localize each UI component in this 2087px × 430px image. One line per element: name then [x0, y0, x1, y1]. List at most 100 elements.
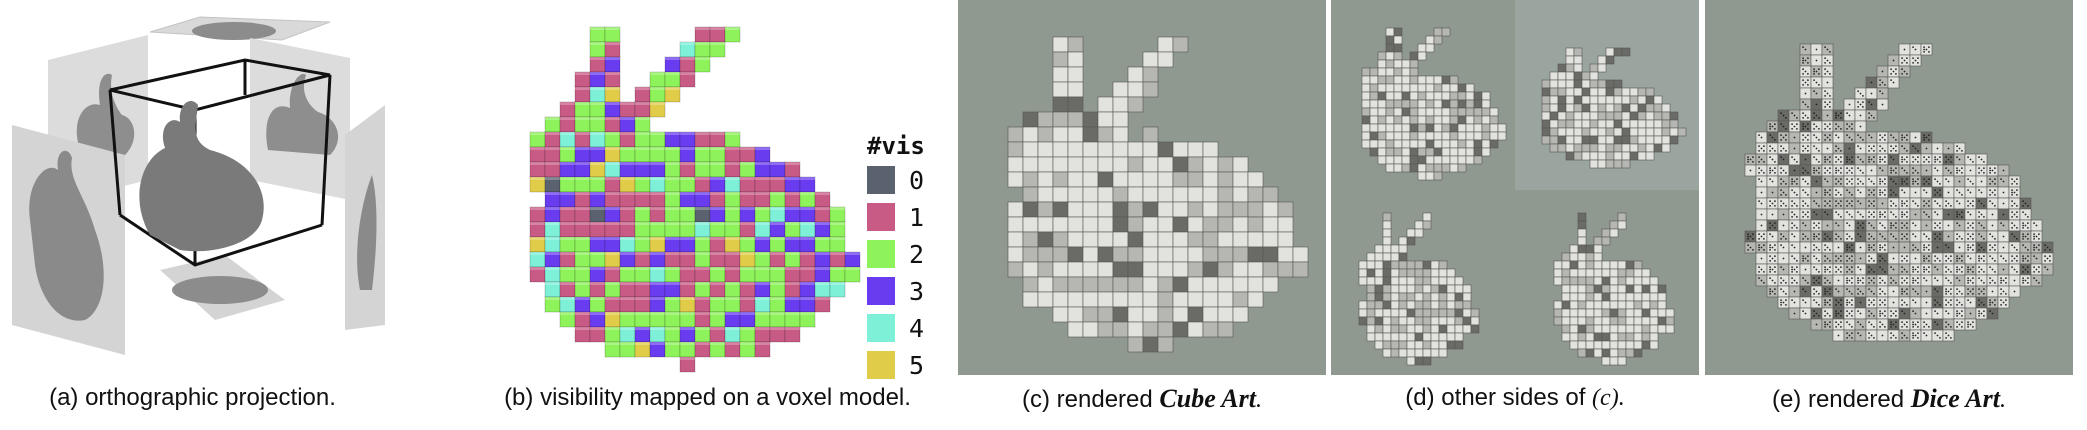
cube-voxel: [1645, 95, 1655, 105]
die: [1810, 109, 1823, 122]
die: [1898, 65, 1911, 78]
die: [1854, 230, 1867, 243]
die: [1887, 175, 1900, 188]
cube-voxel: [1127, 261, 1144, 278]
cube-voxel: [1597, 135, 1607, 145]
cube-voxel: [1609, 300, 1619, 310]
cube-voxel: [1430, 316, 1440, 326]
die: [1788, 274, 1801, 287]
cube-voxel: [1172, 186, 1189, 203]
cube-voxel: [1465, 107, 1475, 117]
cube-voxel: [1669, 135, 1679, 145]
voxel: [769, 221, 786, 238]
legend-swatch: [867, 351, 895, 379]
cube-voxel: [1409, 59, 1419, 69]
voxel: [739, 146, 756, 163]
voxel: [799, 191, 816, 208]
die: [1920, 131, 1933, 144]
voxel: [604, 251, 621, 268]
voxel: [784, 176, 801, 193]
die: [1766, 131, 1779, 144]
cube-voxel: [1112, 126, 1129, 143]
die: [1821, 307, 1834, 320]
voxel: [784, 281, 801, 298]
cube-voxel: [1541, 95, 1551, 105]
voxel: [634, 296, 651, 313]
voxel: [559, 101, 576, 118]
die: [1865, 87, 1878, 100]
voxel: [574, 71, 591, 88]
cube-voxel: [1573, 55, 1583, 65]
cube-voxel: [1390, 324, 1400, 334]
die: [1810, 219, 1823, 232]
cube-voxel: [1569, 340, 1579, 350]
cube-voxel: [1382, 212, 1392, 222]
cube-voxel: [1414, 292, 1424, 302]
die: [1854, 186, 1867, 199]
cube-voxel: [1457, 99, 1467, 109]
cube-voxel: [1473, 139, 1483, 149]
cube-voxel: [1454, 292, 1464, 302]
die: [1788, 153, 1801, 166]
cube-voxel: [1232, 156, 1249, 173]
cube-voxel: [1489, 139, 1499, 149]
cube-voxel: [1082, 321, 1099, 338]
cube-voxel: [1369, 139, 1379, 149]
cube-voxel: [1422, 300, 1432, 310]
die: [1799, 43, 1812, 56]
cube-voxel: [1361, 139, 1371, 149]
die: [1909, 219, 1922, 232]
cube-voxel: [1127, 216, 1144, 233]
voxel: [604, 101, 621, 118]
cube-voxel: [1385, 67, 1395, 77]
cube-voxel: [1082, 216, 1099, 233]
die: [1953, 252, 1966, 265]
voxel: [544, 176, 561, 193]
cube-voxel: [1393, 123, 1403, 133]
die: [1854, 329, 1867, 342]
cube-voxel: [1112, 231, 1129, 248]
cube-voxel: [1561, 308, 1571, 318]
die: [1821, 109, 1834, 122]
cube-voxel: [1629, 111, 1639, 121]
die: [1843, 285, 1856, 298]
voxel: [529, 251, 546, 268]
die: [1975, 241, 1988, 254]
voxel: [664, 191, 681, 208]
die: [1986, 296, 1999, 309]
die: [2008, 197, 2021, 210]
voxel: [589, 206, 606, 223]
cube-voxel: [1430, 348, 1440, 358]
die: [1920, 186, 1933, 199]
die: [1887, 197, 1900, 210]
voxel: [754, 266, 771, 283]
die: [1876, 274, 1889, 287]
voxel: [769, 191, 786, 208]
die: [1821, 175, 1834, 188]
die: [1854, 153, 1867, 166]
cube-voxel: [1187, 216, 1204, 233]
cube-voxel: [1127, 81, 1144, 98]
die: [1810, 186, 1823, 199]
cube-voxel: [1589, 119, 1599, 129]
cube-voxel: [1438, 348, 1448, 358]
cube-voxel: [1430, 300, 1440, 310]
panel-other-sides: (d) other sides of (c).: [1331, 0, 1699, 411]
cube-voxel: [1398, 236, 1408, 246]
die: [2030, 230, 2043, 243]
cube-voxel: [1481, 99, 1491, 109]
cube-voxel: [1401, 91, 1411, 101]
die: [1920, 285, 1933, 298]
cube-voxel: [1569, 260, 1579, 270]
cube-voxel: [1470, 324, 1480, 334]
die: [1997, 241, 2010, 254]
cube-voxel: [1457, 139, 1467, 149]
cube-voxel: [1625, 332, 1635, 342]
cube-voxel: [1142, 171, 1159, 188]
cube-voxel: [1082, 291, 1099, 308]
cube-voxel: [1609, 332, 1619, 342]
cube-voxel: [1462, 292, 1472, 302]
die: [1843, 164, 1856, 177]
voxel: [844, 251, 861, 268]
die: [1887, 252, 1900, 265]
